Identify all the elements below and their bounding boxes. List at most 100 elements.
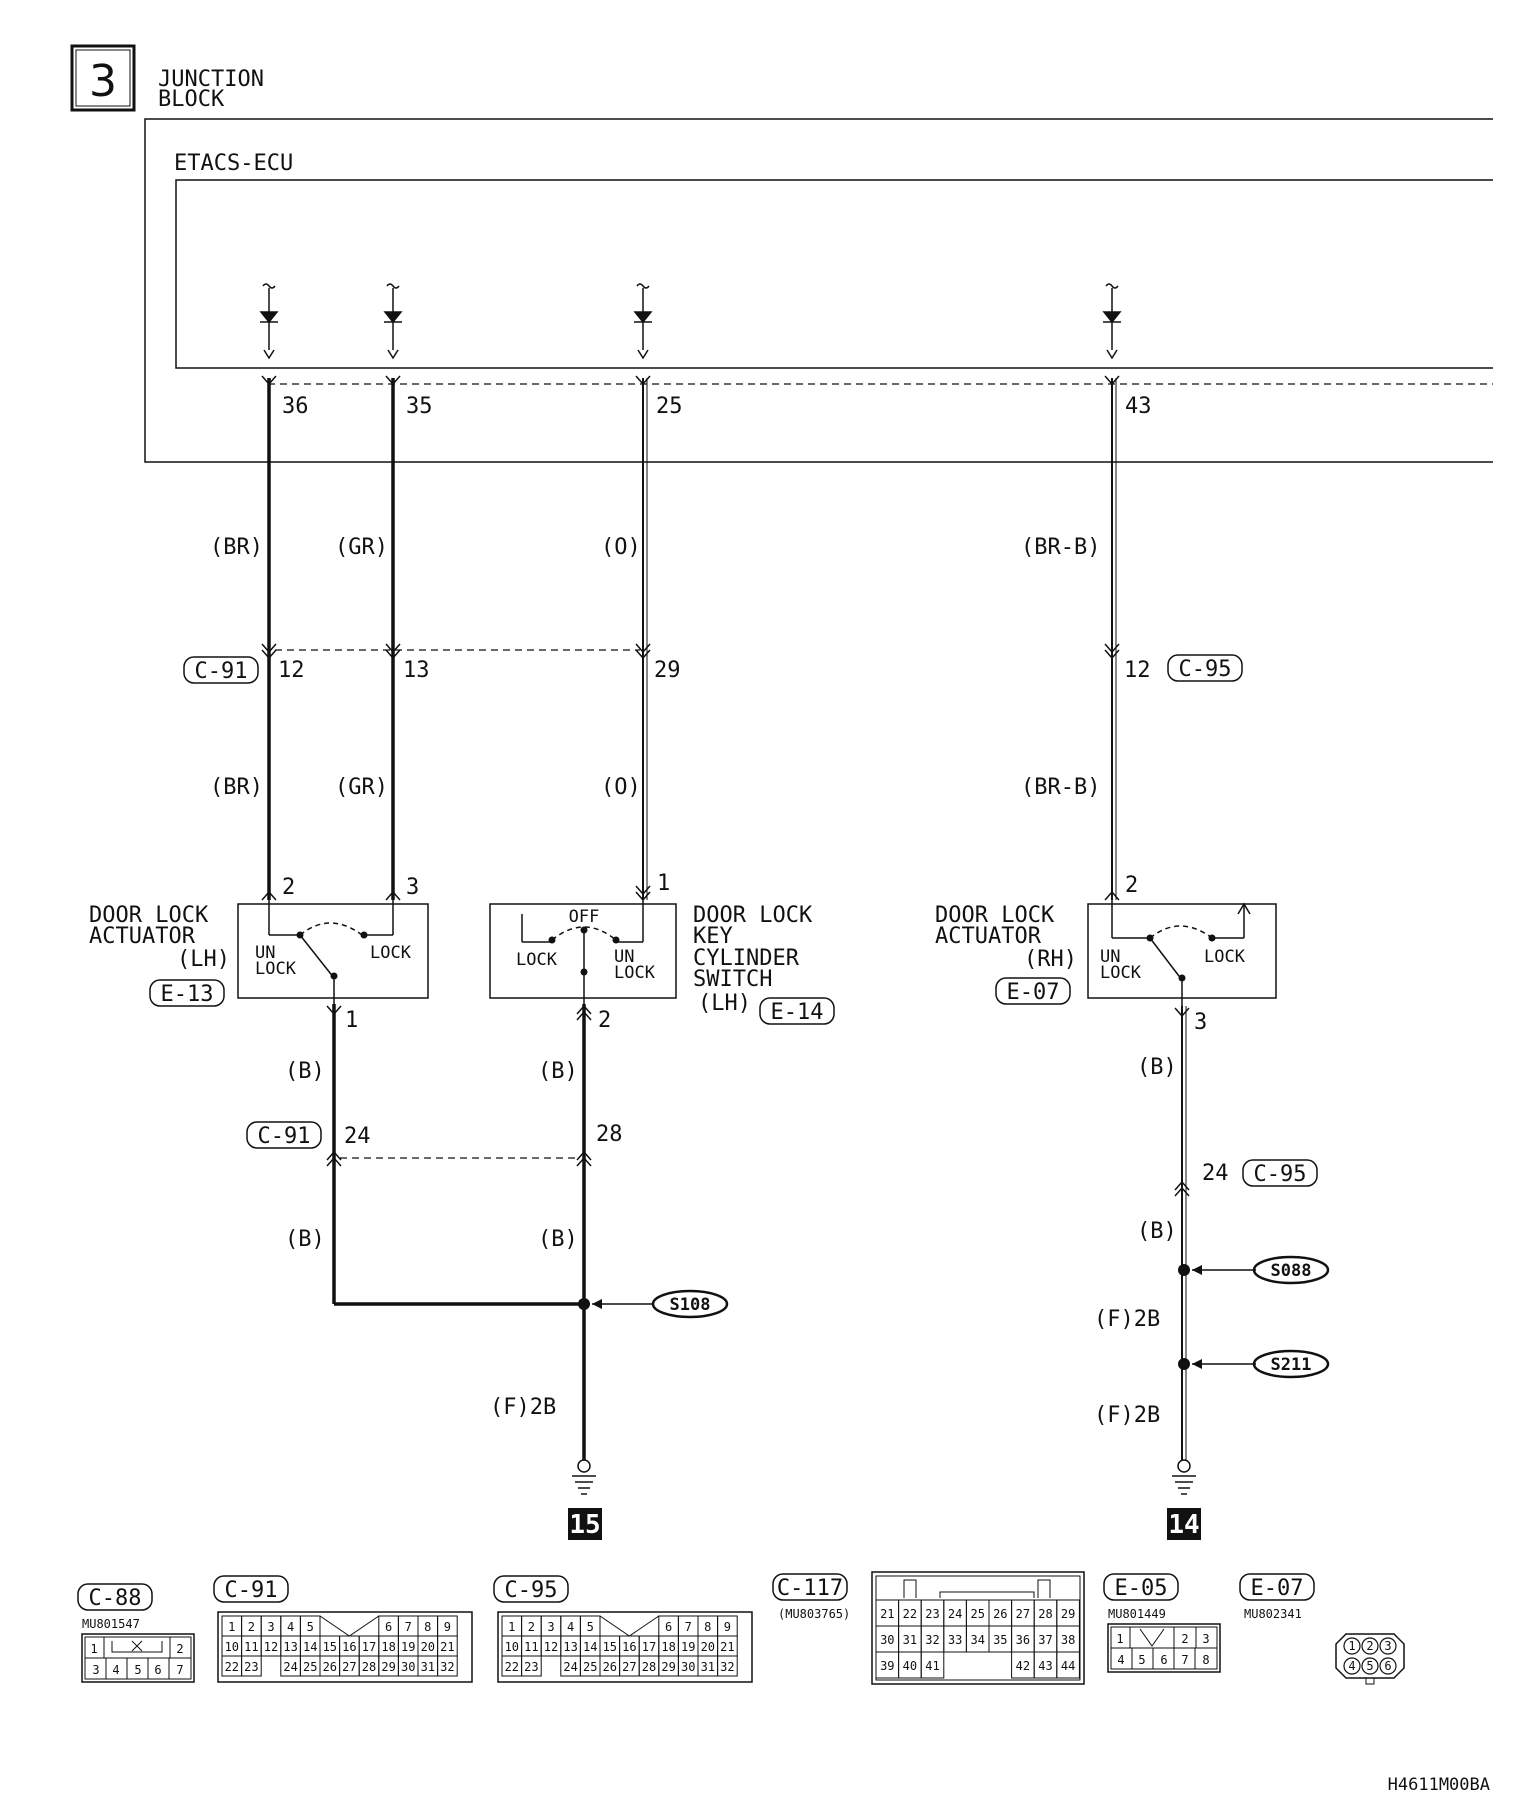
e07-ref-text: E-07 (1007, 980, 1060, 1005)
c95-cell-21: 21 (720, 1640, 734, 1654)
c91-cell-23: 23 (244, 1660, 258, 1674)
c91-cell-28: 28 (362, 1660, 376, 1674)
c91-cell-7: 7 (405, 1620, 412, 1634)
c91-cell-10: 10 (225, 1640, 239, 1654)
wire-label-b-3: (B) (1137, 1055, 1177, 1080)
wire-label-br-b-2: (BR-B) (1021, 775, 1100, 800)
actuator-rh-pin-3: 3 (1194, 1010, 1207, 1035)
c95-cell-22: 22 (505, 1660, 519, 1674)
e07-cavity-3: 3 (1384, 1639, 1391, 1653)
c91-cell-30: 30 (401, 1660, 415, 1674)
c117-cell-25: 25 (970, 1607, 984, 1621)
actuator-rh-title-1: DOOR LOCK (935, 903, 1055, 928)
c117-cell-38: 38 (1061, 1633, 1075, 1647)
wire-label-o-2: (O) (601, 775, 641, 800)
key-switch-title-4: SWITCH (693, 967, 772, 992)
c95-cell-6: 6 (665, 1620, 672, 1634)
c88-ref: C-88 (89, 1586, 142, 1611)
c95-cell-20: 20 (701, 1640, 715, 1654)
wires-upper (267, 378, 1117, 900)
wire-label-br-2: (BR) (210, 775, 263, 800)
c95-view-ref: C-95 (505, 1578, 558, 1603)
c91-upper-terminals (261, 643, 1120, 660)
c95-cell-26: 26 (603, 1660, 617, 1674)
junction-block-title-line1: JUNCTION (158, 67, 264, 92)
c91-pin-12: 12 (278, 658, 305, 683)
c117-part: (MU803765) (778, 1607, 850, 1621)
wire-label-b-4: (B) (285, 1227, 325, 1252)
c91-cell-31: 31 (421, 1660, 435, 1674)
e05-view-ref: E-05 (1115, 1576, 1168, 1601)
e07-cavity-2: 2 (1366, 1639, 1373, 1653)
c91-cell-4: 4 (287, 1620, 294, 1634)
c95-cell-7: 7 (685, 1620, 692, 1634)
c117-cell-41: 41 (925, 1659, 939, 1673)
c95-cell-32: 32 (720, 1660, 734, 1674)
actuator-rh-title-2: ACTUATOR (935, 924, 1042, 949)
c95-cell-10: 10 (505, 1640, 519, 1654)
e05-cell-7: 7 (1181, 1653, 1188, 1667)
actuator-rh-unlock-1: UN (1100, 947, 1120, 967)
c95-cell-23: 23 (524, 1660, 538, 1674)
c91-view-ref: C-91 (225, 1578, 278, 1603)
c88-cell-5: 5 (134, 1663, 141, 1677)
ground-15-label: 15 (569, 1510, 600, 1540)
c95-pin-12: 12 (1124, 658, 1151, 683)
actuator-rh-unlock-2: LOCK (1100, 963, 1142, 983)
c95-cell-25: 25 (583, 1660, 597, 1674)
c91-cell-2: 2 (248, 1620, 255, 1634)
c95-cell-12: 12 (544, 1640, 558, 1654)
c91-upper-ref: C-91 (183, 656, 259, 684)
splice-s108-label: S108 (670, 1295, 711, 1315)
block-number: 3 (89, 56, 117, 107)
c91-cell-18: 18 (381, 1640, 395, 1654)
wire-label-br: (BR) (210, 535, 263, 560)
c95-upper-ref-text: C-95 (1179, 657, 1232, 682)
c91-cell-5: 5 (307, 1620, 314, 1634)
c117-cell-42: 42 (1016, 1659, 1030, 1673)
wire-label-f2b-1: (F)2B (1094, 1307, 1160, 1332)
c91-cell-29: 29 (381, 1660, 395, 1674)
c88-cell-7: 7 (176, 1663, 183, 1677)
wire-label-f2b-2: (F)2B (1094, 1403, 1160, 1428)
c91-cell-26: 26 (323, 1660, 337, 1674)
ecu-driver-25 (633, 283, 653, 360)
ecu-frame (175, 179, 1493, 369)
c95-cell-1: 1 (508, 1620, 515, 1634)
door-lock-actuator-rh: 2 UN LOCK LOCK DOOR LOCK ACTUATOR (RH) E… (935, 873, 1277, 1006)
c91-cell-22: 22 (225, 1660, 239, 1674)
c91-cell-21: 21 (440, 1640, 454, 1654)
c95-cell-18: 18 (661, 1640, 675, 1654)
key-switch-title-2: KEY (693, 924, 733, 949)
c95-cell-8: 8 (704, 1620, 711, 1634)
c91-lower-terminals (326, 1150, 1190, 1197)
c91-lower-ref-text: C-91 (258, 1124, 311, 1149)
ground-14-label: 14 (1168, 1510, 1199, 1540)
e07-cavity-4: 4 (1348, 1659, 1355, 1673)
c117-cell-43: 43 (1038, 1659, 1052, 1673)
c95-cell-5: 5 (587, 1620, 594, 1634)
connector-view-c88: C-88 MU801547 1 2 3 4 5 6 7 (77, 1583, 195, 1683)
actuator-lh-lock: LOCK (370, 943, 412, 963)
wire-label-gr: (GR) (335, 535, 388, 560)
ground-15 (572, 1459, 596, 1495)
actuator-rh-lock: LOCK (1204, 947, 1246, 967)
c91-cell-1: 1 (228, 1620, 235, 1634)
actuator-lh-pin-3: 3 (406, 875, 419, 900)
c117-cell-36: 36 (1016, 1633, 1030, 1647)
c117-view-ref: C-117 (777, 1576, 843, 1601)
c95-cell-24: 24 (563, 1660, 577, 1674)
c95-cell-11: 11 (524, 1640, 538, 1654)
ecu-driver-43 (1102, 283, 1122, 360)
c91-pin-13: 13 (403, 658, 430, 683)
c117-cell-29: 29 (1061, 1607, 1075, 1621)
c91-cell-8: 8 (424, 1620, 431, 1634)
c117-cell-32: 32 (925, 1633, 939, 1647)
c95-cell-28: 28 (642, 1660, 656, 1674)
c117-cell-23: 23 (925, 1607, 939, 1621)
splice-s211-label: S211 (1271, 1355, 1312, 1375)
key-switch-off: OFF (569, 907, 600, 927)
e05-part: MU801449 (1108, 1607, 1166, 1621)
c95-cell-14: 14 (583, 1640, 597, 1654)
